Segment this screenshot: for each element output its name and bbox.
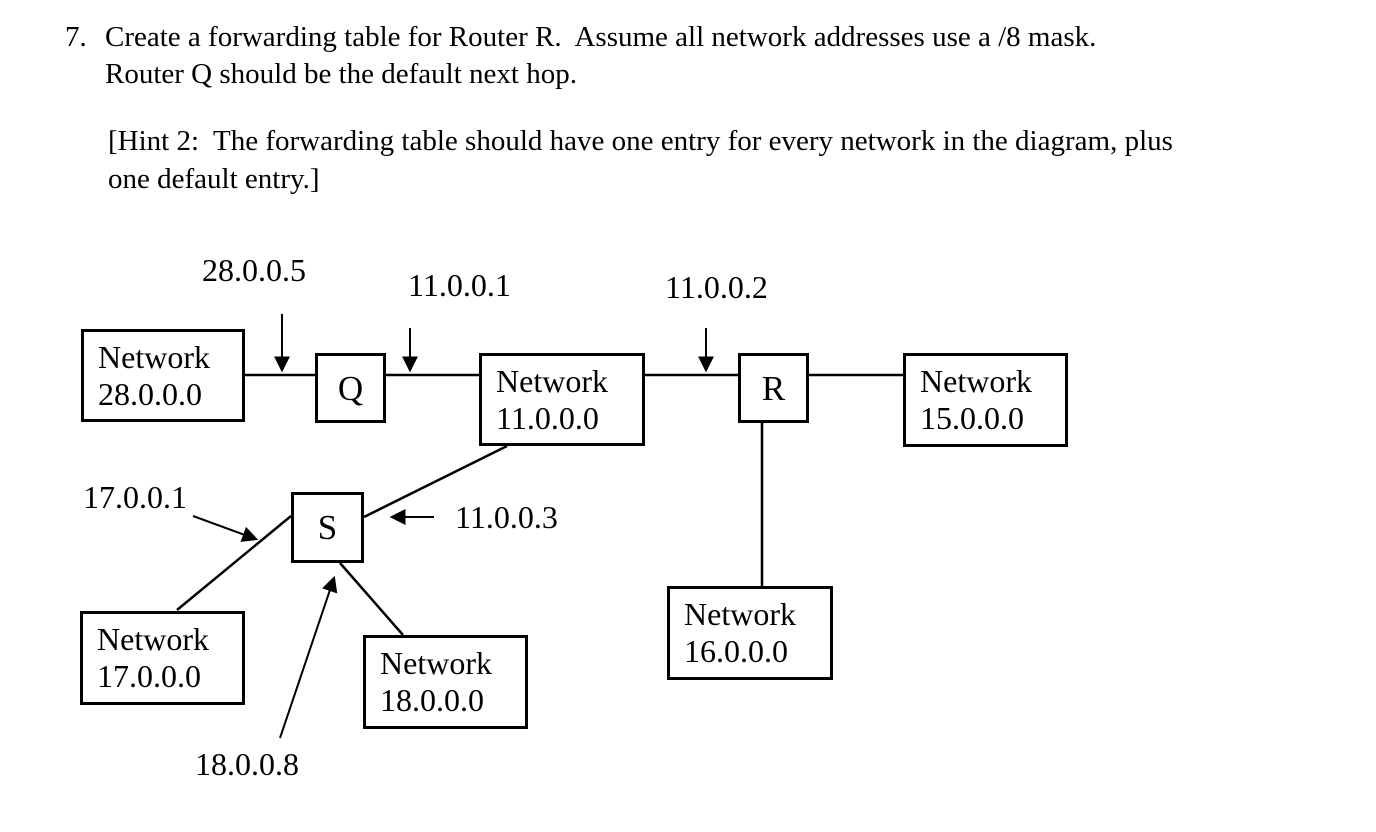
ip-label-11-0-0-3: 11.0.0.3 [455, 499, 558, 535]
arrow-18-0-0-8 [279, 575, 338, 739]
link-routerS-net18 [339, 562, 404, 636]
router-q-label: Q [337, 368, 364, 408]
network-16-title: Network [684, 596, 796, 632]
box-router-r: R [738, 353, 809, 423]
box-network-17: Network 17.0.0.0 [80, 611, 245, 705]
box-network-11: Network 11.0.0.0 [479, 353, 645, 446]
ip-label-11-0-0-2: 11.0.0.2 [665, 269, 768, 305]
hint-line-2: one default entry.] [108, 163, 320, 195]
network-15-address: 15.0.0.0 [920, 400, 1024, 436]
network-11-address: 11.0.0.0 [496, 399, 599, 436]
box-network-15: Network 15.0.0.0 [903, 353, 1068, 447]
network-15-title: Network [920, 363, 1032, 399]
link-net11-routerS [363, 444, 508, 519]
network-18-address: 18.0.0.0 [380, 682, 484, 718]
box-network-18: Network 18.0.0.0 [363, 635, 528, 729]
box-router-s: S [291, 492, 364, 563]
network-18-title: Network [380, 645, 492, 681]
network-28-address: 28.0.0.0 [98, 375, 202, 412]
ip-label-11-0-0-1: 11.0.0.1 [408, 267, 511, 303]
router-s-label: S [317, 508, 338, 547]
arrow-17-0-0-1 [192, 515, 259, 542]
network-17-address: 17.0.0.0 [97, 658, 201, 694]
box-network-28: Network 28.0.0.0 [81, 329, 245, 422]
question-number: 7. [65, 21, 87, 53]
network-17-title: Network [97, 621, 209, 657]
question-line-1: Create a forwarding table for Router R. … [105, 21, 1097, 53]
router-r-label: R [761, 368, 786, 408]
question-line-2: Router Q should be the default next hop. [105, 58, 577, 90]
ip-label-28-0-0-5: 28.0.0.5 [202, 252, 306, 288]
ip-label-18-0-0-8: 18.0.0.8 [195, 746, 299, 782]
network-16-address: 16.0.0.0 [684, 633, 788, 669]
link-routerS-net17 [176, 515, 292, 611]
ip-label-17-0-0-1: 17.0.0.1 [83, 479, 187, 515]
box-router-q: Q [315, 353, 386, 423]
hint-line-1: [Hint 2: The forwarding table should hav… [108, 125, 1173, 157]
network-28-title: Network [98, 338, 210, 375]
box-network-16: Network 16.0.0.0 [667, 586, 833, 680]
network-11-title: Network [496, 362, 608, 399]
